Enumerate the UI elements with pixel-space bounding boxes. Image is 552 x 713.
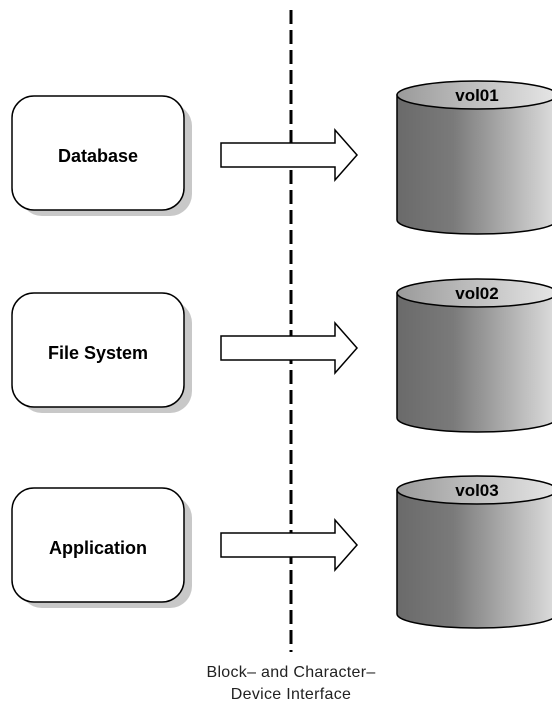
source-box-file-system: File System (11, 292, 192, 413)
volume-label: vol02 (455, 284, 498, 303)
source-box-database: Database (11, 95, 192, 216)
source-label: File System (48, 343, 148, 363)
source-label: Application (49, 538, 147, 558)
arrow-file-system-to-vol02 (220, 321, 358, 375)
source-box-application: Application (11, 487, 192, 608)
source-label: Database (58, 146, 138, 166)
arrow-application-to-vol03 (220, 518, 358, 572)
volume-cylinder-vol01: vol01 (396, 80, 552, 235)
interface-caption: Block– and Character– Device Interface (0, 662, 552, 706)
arrow-database-to-vol01 (220, 128, 358, 182)
interface-caption-line-1: Block– and Character– (206, 664, 376, 681)
interface-caption-line-2: Device Interface (230, 686, 352, 703)
volume-cylinder-vol02: vol02 (396, 278, 552, 433)
volume-label: vol01 (455, 86, 498, 105)
volume-label: vol03 (455, 481, 498, 500)
volume-cylinder-vol03: vol03 (396, 475, 552, 629)
